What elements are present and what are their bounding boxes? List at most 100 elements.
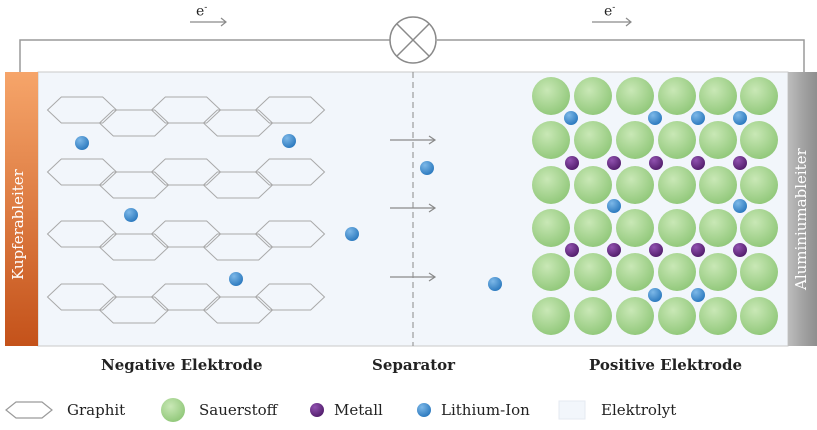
electron-arrowhead-left <box>220 17 227 27</box>
oxygen-sphere <box>532 166 570 204</box>
legend-metal-icon <box>310 403 324 417</box>
lithium-ion <box>282 134 296 148</box>
metal-atom <box>607 243 621 257</box>
metal-atom <box>733 156 747 170</box>
graphite-hexagon <box>254 158 326 186</box>
oxygen-sphere <box>532 297 570 335</box>
legend-electrolyte-icon <box>558 400 586 420</box>
oxygen-sphere <box>658 209 696 247</box>
lithium-ion <box>420 161 434 175</box>
oxygen-sphere <box>616 166 654 204</box>
graphite-hexagon <box>98 233 170 261</box>
lithium-ion <box>691 111 705 125</box>
oxygen-sphere <box>532 253 570 291</box>
oxygen-sphere <box>699 253 737 291</box>
lithium-ion <box>75 136 89 150</box>
oxygen-sphere <box>574 121 612 159</box>
oxygen-sphere <box>532 121 570 159</box>
lithium-ion <box>607 199 621 213</box>
metal-atom <box>565 243 579 257</box>
metal-atom <box>649 156 663 170</box>
lithium-ion <box>648 288 662 302</box>
graphite-hexagon <box>202 109 274 137</box>
oxygen-sphere <box>740 121 778 159</box>
graphite-hexagon <box>254 283 326 311</box>
legend-electrolyte-label: Elektrolyt <box>601 401 677 419</box>
oxygen-sphere <box>616 253 654 291</box>
oxygen-sphere <box>574 209 612 247</box>
electron-charge-right: - <box>612 3 616 13</box>
lithium-ion <box>345 227 359 241</box>
oxygen-sphere <box>699 297 737 335</box>
lithium-ion <box>648 111 662 125</box>
legend-graphite-label: Graphit <box>67 401 126 419</box>
circuit-wire-left <box>19 39 390 72</box>
graphite-hexagon <box>254 220 326 248</box>
separator-label: Separator <box>372 356 456 374</box>
oxygen-sphere <box>616 209 654 247</box>
oxygen-sphere <box>740 166 778 204</box>
legend-lithium-icon <box>417 403 431 417</box>
graphite-hexagon <box>98 296 170 324</box>
graphite-hexagon <box>202 233 274 261</box>
copper-collector <box>5 72 38 346</box>
lithium-ion <box>488 277 502 291</box>
legend-metal-label: Metall <box>334 401 383 419</box>
legend-oxygen-icon <box>161 398 185 422</box>
oxygen-sphere <box>574 77 612 115</box>
oxygen-sphere <box>616 77 654 115</box>
graphite-hexagon <box>98 109 170 137</box>
aluminium-collector <box>788 72 817 346</box>
oxygen-sphere <box>658 121 696 159</box>
graphite-hexagon <box>254 96 326 124</box>
ion-flow-arrows <box>390 135 437 282</box>
oxygen-sphere <box>574 253 612 291</box>
electron-symbol-right: e <box>604 3 613 20</box>
metal-atom <box>607 156 621 170</box>
metal-atom <box>649 243 663 257</box>
graphite-hexagon <box>202 296 274 324</box>
electron-label-left: e- <box>196 3 207 20</box>
oxygen-sphere <box>532 77 570 115</box>
electron-arrowhead-right <box>625 17 632 27</box>
oxygen-sphere <box>699 166 737 204</box>
external-circuit <box>19 16 805 72</box>
electron-symbol-left: e <box>196 3 205 20</box>
oxygen-sphere <box>740 209 778 247</box>
positive-electrode-label: Positive Elektrode <box>589 356 743 374</box>
oxygen-sphere <box>699 77 737 115</box>
legend-graphite-icon <box>5 401 53 419</box>
graphite-hexagon <box>202 171 274 199</box>
oxygen-sphere <box>616 297 654 335</box>
negative-electrode-label: Negative Elektrode <box>101 356 263 374</box>
lithium-ion <box>691 288 705 302</box>
oxygen-sphere <box>532 209 570 247</box>
electron-charge-left: - <box>204 3 208 13</box>
metal-atom <box>565 156 579 170</box>
metal-atom <box>733 243 747 257</box>
metal-atom <box>691 156 705 170</box>
oxygen-sphere <box>658 297 696 335</box>
oxygen-sphere <box>658 166 696 204</box>
oxygen-sphere <box>658 77 696 115</box>
lithium-ion <box>733 199 747 213</box>
cathode-lattice <box>532 77 778 335</box>
lamp-icon <box>389 16 437 64</box>
oxygen-sphere <box>740 77 778 115</box>
lithium-ion <box>124 208 138 222</box>
oxygen-sphere <box>699 209 737 247</box>
legend-oxygen-label: Sauerstoff <box>199 401 278 419</box>
lithium-ion <box>733 111 747 125</box>
oxygen-sphere <box>740 253 778 291</box>
oxygen-sphere <box>616 121 654 159</box>
electron-label-right: e- <box>604 3 615 20</box>
oxygen-sphere <box>740 297 778 335</box>
oxygen-sphere <box>574 166 612 204</box>
lithium-ions <box>75 111 747 302</box>
oxygen-sphere <box>699 121 737 159</box>
lithium-ion <box>564 111 578 125</box>
copper-collector-label: Kupferableiter <box>9 169 27 280</box>
graphite-hexagon <box>98 171 170 199</box>
